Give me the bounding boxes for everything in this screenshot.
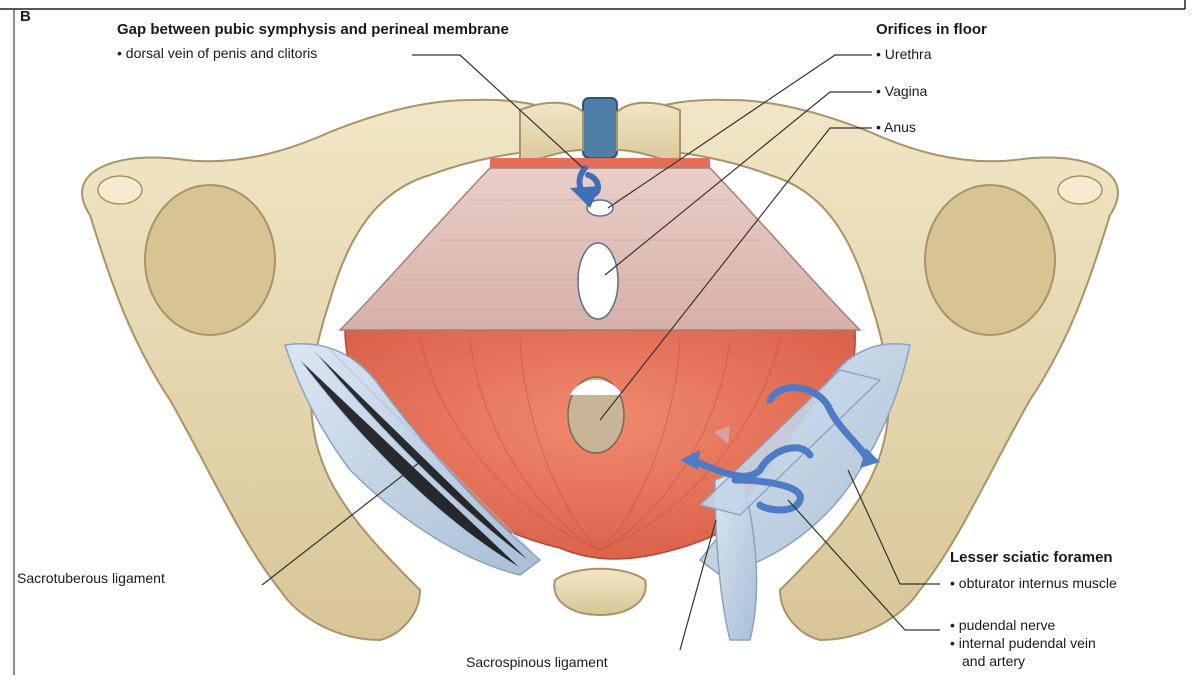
lesser-sciatic-heading: Lesser sciatic foramen xyxy=(950,550,1113,567)
label-sacrospinous-ligament: Sacrospinous ligament xyxy=(466,655,608,670)
label-pudendal-vessels: • internal pudendal vein xyxy=(950,636,1096,651)
label-urethra: • Urethra xyxy=(876,47,931,62)
gap-item-dorsal-vein: • dorsal vein of penis and clitoris xyxy=(117,46,317,61)
right-acetabulum xyxy=(925,185,1055,335)
sacrum-coccyx xyxy=(554,569,646,615)
label-pudendal-nerve: • pudendal nerve xyxy=(950,618,1055,633)
label-pudendal-vessels-cont: and artery xyxy=(962,654,1025,669)
label-vagina: • Vagina xyxy=(876,84,927,99)
label-anus: • Anus xyxy=(876,120,916,135)
left-acetabulum xyxy=(145,185,275,335)
vagina-orifice xyxy=(578,243,618,319)
label-obturator-internus: • obturator internus muscle xyxy=(950,576,1117,591)
orifices-heading: Orifices in floor xyxy=(876,22,987,39)
label-sacrotuberous-ligament: Sacrotuberous ligament xyxy=(17,571,165,586)
figure-label: B xyxy=(20,9,31,26)
pubic-symphysis xyxy=(583,98,617,158)
gap-heading: Gap between pubic symphysis and perineal… xyxy=(117,22,509,39)
